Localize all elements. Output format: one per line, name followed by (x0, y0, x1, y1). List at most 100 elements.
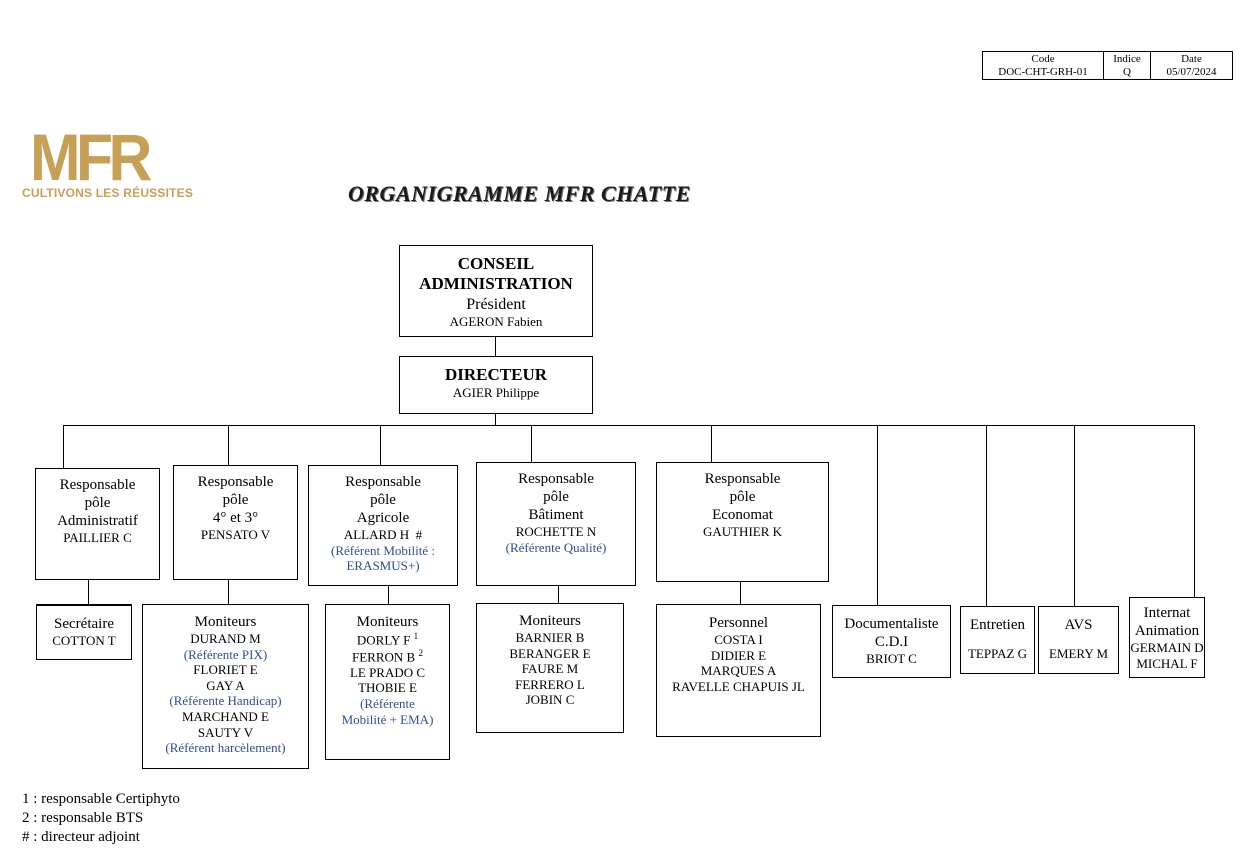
logo-tagline: CULTIVONS LES RÉUSSITES (22, 186, 194, 200)
documentaliste-l1: Documentaliste (844, 616, 939, 632)
moniteur-durand-note: (Référente PIX) (183, 646, 268, 662)
secretaire-title: Secrétaire (54, 616, 114, 632)
moniteur-beranger: BERANGER E (509, 645, 591, 661)
date-label: Date (1181, 53, 1202, 65)
pole-agricole-l2: pôle (370, 492, 396, 508)
footnote-1: 1 : responsable Certiphyto (22, 791, 180, 807)
pole-agricole-box: Responsable pôle Agricole ALLARD H # (Ré… (308, 465, 458, 586)
personnel-marques: MARQUES A (700, 663, 777, 679)
pole-43-l3: 4° et 3° (212, 510, 259, 526)
conseil-administration-box: CONSEIL ADMINISTRATION Président AGERON … (399, 245, 593, 337)
entretien-title: Entretien (970, 617, 1025, 633)
moniteur-marchand: MARCHAND E (181, 708, 270, 724)
conseil-line2: ADMINISTRATION (419, 274, 573, 294)
connector-directeur-bus (495, 413, 496, 426)
moniteurs-batiment-title: Moniteurs (519, 613, 581, 629)
indice-label: Indice (1113, 53, 1141, 65)
connector-documentaliste (877, 425, 878, 605)
pole-43-l2: pôle (222, 492, 249, 508)
personnel-box: Personnel COSTA I DIDIER E MARQUES A RAV… (656, 604, 821, 737)
pole-economat-l2: pôle (729, 489, 756, 505)
moniteur-floriet: FLORIET E (193, 662, 258, 678)
president-label: Président (466, 295, 526, 313)
internat-germain: GERMAIN D (1130, 640, 1204, 655)
pole-economat-l1: Responsable (704, 471, 781, 487)
pole-agricole-l1: Responsable (345, 474, 421, 490)
pole-43-name: PENSATO V (200, 527, 271, 542)
connector-conseil-directeur (495, 336, 496, 356)
pole-batiment-note: (Référente Qualité) (505, 539, 607, 555)
moniteur-barnier: BARNIER B (515, 630, 585, 645)
pole-batiment-l2: pôle (543, 489, 569, 505)
page-title: ORGANIGRAMME MFR CHATTE (348, 181, 691, 206)
pole-batiment-l1: Responsable (518, 471, 594, 487)
personnel-didier: DIDIER E (710, 647, 767, 663)
moniteur-dorly: DORLY F 1 (356, 631, 419, 648)
pole-agricole-name: ALLARD H # (343, 527, 423, 542)
code-cell: Code DOC-CHT-GRH-01 (982, 50, 1104, 81)
directeur-box: DIRECTEUR AGIER Philippe (399, 356, 593, 414)
pole-batiment-name: ROCHETTE N (515, 524, 597, 539)
moniteurs-agricole-title: Moniteurs (356, 614, 419, 630)
footnote-2: 2 : responsable BTS (22, 810, 144, 826)
connector-pole-administratif (63, 425, 64, 468)
ferron-footnote-ref: 2 (418, 647, 423, 658)
pole-agricole-note1: (Référent Mobilité : (331, 542, 435, 558)
pole-economat-box: Responsable pôle Economat GAUTHIER K (656, 462, 829, 582)
avs-name: EMERY M (1048, 646, 1109, 661)
moniteur-faure: FAURE M (521, 661, 579, 677)
connector-main-bus (63, 425, 1194, 426)
documentaliste-box: Documentaliste C.D.I BRIOT C (832, 605, 951, 678)
indice-value: Q (1123, 65, 1131, 78)
moniteur-leprado: LE PRADO C (349, 664, 426, 680)
moniteurs-43-title: Moniteurs (194, 614, 257, 630)
pole-administratif-l3: Administratif (57, 513, 138, 529)
secretaire-name: COTTON T (52, 633, 116, 648)
directeur-title: DIRECTEUR (444, 365, 548, 384)
connector-moniteurs-43 (228, 579, 229, 604)
pole-43-l1: Responsable (197, 474, 274, 490)
moniteur-thobie: THOBIE E (358, 680, 417, 696)
connector-avs (1074, 425, 1075, 606)
connector-pole-43 (228, 425, 229, 465)
personnel-ravelle-chapuis: RAVELLE CHAPUIS JL (672, 678, 805, 694)
entretien-box: Entretien TEPPAZ G (960, 606, 1035, 674)
mfr-logo: MFR (30, 120, 152, 194)
moniteur-sauty: SAUTY V (197, 724, 254, 740)
pole-administratif-l1: Responsable (59, 477, 136, 493)
pole-economat-l3: Economat (712, 507, 773, 523)
directeur-name: AGIER Philippe (452, 385, 540, 401)
connector-entretien (986, 425, 987, 606)
moniteur-gay-note: (Référente Handicap) (169, 693, 282, 709)
indice-cell: Indice Q (1103, 50, 1151, 81)
document-control-table: Code DOC-CHT-GRH-01 Indice Q Date 05/07/… (982, 50, 1233, 81)
conseil-line1: CONSEIL (457, 254, 535, 273)
pole-administratif-box: Responsable pôle Administratif PAILLIER … (35, 468, 160, 580)
pole-agricole-l3: Agricole (356, 510, 410, 526)
internat-box: Internat Animation GERMAIN D MICHAL F (1129, 597, 1205, 678)
personnel-title: Personnel (708, 615, 769, 631)
connector-secretaire (88, 579, 89, 604)
moniteurs-agricole-box: Moniteurs DORLY F 1 FERRON B 2 LE PRADO … (325, 604, 450, 760)
moniteur-thobie-note2: Mobilité + EMA) (341, 711, 434, 727)
personnel-costa: COSTA I (714, 632, 763, 647)
president-name: AGERON Fabien (449, 313, 543, 329)
internat-l1: Internat (1143, 605, 1191, 621)
pole-agricole-note2: ERASMUS+) (346, 558, 420, 574)
connector-internat (1194, 425, 1195, 597)
moniteur-sauty-note: (Référent harcèlement) (165, 740, 286, 756)
pole-economat-name: GAUTHIER K (702, 524, 783, 539)
connector-moniteurs-agri (388, 585, 389, 604)
pole-administratif-l2: pôle (84, 495, 111, 511)
connector-pole-economat (711, 425, 712, 462)
code-value: DOC-CHT-GRH-01 (998, 65, 1088, 78)
connector-pole-agricole (380, 425, 381, 465)
date-cell: Date 05/07/2024 (1150, 50, 1233, 81)
footnote-3: # : directeur adjoint (22, 829, 140, 845)
pole-batiment-box: Responsable pôle Bâtiment ROCHETTE N (Ré… (476, 462, 636, 586)
pole-administratif-name: PAILLIER C (63, 530, 132, 545)
moniteur-durand: DURAND M (190, 631, 261, 646)
moniteur-thobie-note1: (Référente (360, 696, 415, 712)
internat-l2: Animation (1134, 623, 1200, 639)
documentaliste-l2: C.D.I (874, 634, 909, 650)
